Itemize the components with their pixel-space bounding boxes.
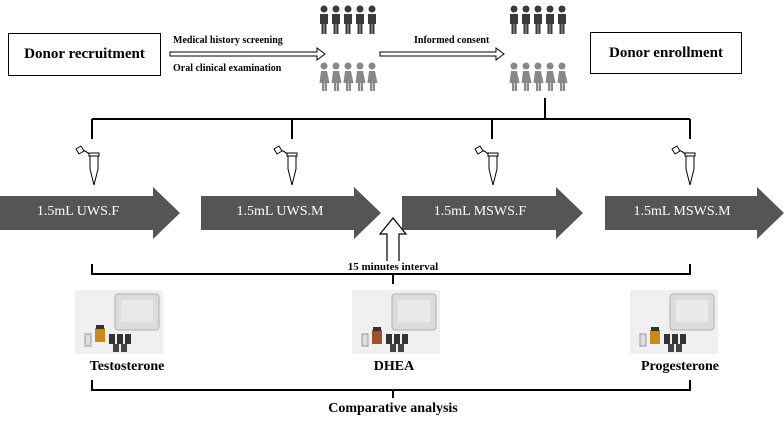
donor-recruitment-box: Donor recruitment: [8, 33, 161, 76]
analysis-bracket: [91, 380, 691, 398]
screening-label-oral: Oral clinical examination: [173, 63, 282, 74]
screening-arrow: [169, 47, 326, 61]
donor-enrollment-label: Donor enrollment: [608, 44, 724, 61]
elisa-kit-icon: [639, 293, 715, 352]
test-tube-icon: [273, 145, 298, 186]
sample-arrow-uws-f: [0, 187, 180, 239]
elisa-kit-icon: [84, 293, 160, 352]
sample-arrow-uws-m: [201, 187, 381, 239]
donor-recruitment-label: Donor recruitment: [24, 46, 145, 62]
dhea-kit-image: [352, 290, 440, 354]
testosterone-label: Testosterone: [89, 359, 165, 374]
sample-label-uws-f: 1.5mL UWS.F: [36, 204, 120, 219]
interval-bracket: [91, 264, 691, 284]
donor-pool-icon: [319, 5, 378, 91]
dhea-label: DHEA: [373, 359, 415, 374]
interval-arrow: [378, 217, 408, 263]
elisa-kit-icon: [361, 293, 437, 352]
distribution-bracket: [91, 98, 691, 139]
sample-label-uws-m: 1.5mL UWS.M: [236, 204, 324, 219]
progesterone-kit-image: [630, 290, 718, 354]
interval-label: 15 minutes interval: [344, 261, 442, 273]
sample-arrow-msws-f: [402, 187, 583, 239]
sample-label-msws-m: 1.5mL MSWS.M: [633, 204, 731, 219]
donor-enrollment-box: Donor enrollment: [590, 32, 742, 74]
sample-arrows: [0, 187, 784, 239]
sample-label-msws-f: 1.5mL MSWS.F: [433, 204, 527, 219]
comparative-analysis-label: Comparative analysis: [328, 401, 458, 416]
screening-label-history: Medical history screening: [173, 35, 283, 46]
enrolled-donors-icon: [509, 5, 568, 91]
test-tube-icon: [75, 145, 100, 186]
test-tube-icon: [671, 145, 696, 186]
progesterone-label: Progesterone: [640, 359, 720, 374]
testosterone-kit-image: [75, 290, 163, 354]
test-tube-icon: [474, 145, 499, 186]
consent-arrow: [379, 47, 505, 61]
consent-label: Informed consent: [414, 35, 490, 46]
sample-arrow-msws-m: [605, 187, 784, 239]
